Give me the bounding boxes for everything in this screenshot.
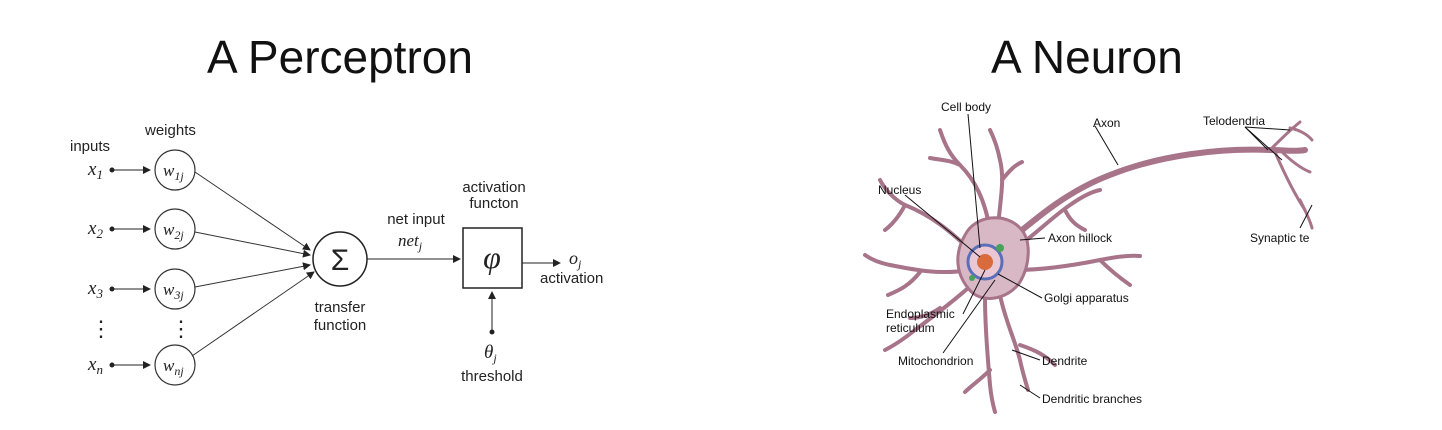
- neuron-image: [863, 120, 1314, 414]
- input-row-2: x2 w2j: [87, 208, 311, 258]
- activation-label: activation: [540, 270, 603, 287]
- svg-text:xn: xn: [87, 354, 103, 377]
- cell-body-label: Cell body: [941, 100, 991, 114]
- input-row-1: x1 w1j: [87, 149, 311, 251]
- sigma-symbol: Σ: [331, 244, 350, 277]
- weights-label: weights: [144, 122, 196, 139]
- activation-function-label-2: functon: [469, 195, 518, 212]
- output-symbol: oj: [569, 248, 582, 271]
- input-row-3: x3 w3j: [87, 262, 311, 310]
- weight-vertical-dots: ⋮: [170, 316, 192, 341]
- phi-symbol: φ: [483, 239, 501, 275]
- dendrite-label: Dendrite: [1042, 354, 1088, 368]
- transfer-label-2: function: [314, 317, 367, 334]
- axon-hillock-label: Axon hillock: [1048, 231, 1113, 245]
- transfer-label-1: transfer: [315, 299, 366, 316]
- weight-node-n: [154, 344, 196, 386]
- threshold-label: threshold: [461, 368, 523, 385]
- svg-text:x2: x2: [87, 218, 103, 241]
- svg-text:x1: x1: [87, 159, 103, 182]
- input-vertical-dots: ⋮: [90, 316, 112, 341]
- neuron-title: A Neuron: [991, 31, 1183, 83]
- golgi-apparatus-label: Golgi apparatus: [1044, 291, 1129, 305]
- endoplasmic-reticulum-label-2: reticulum: [886, 321, 935, 335]
- mitochondrion-label: Mitochondrion: [898, 354, 973, 368]
- svg-text:x3: x3: [87, 278, 103, 301]
- nucleus-label: Nucleus: [878, 183, 921, 197]
- theta-symbol: θj: [484, 342, 497, 365]
- net-input-label: net input: [387, 211, 445, 228]
- activation-function-label-1: activation: [462, 179, 525, 196]
- synaptic-label: Synaptic te: [1250, 231, 1310, 245]
- svg-text:w3j: w3j: [163, 280, 184, 302]
- svg-text:w1j: w1j: [163, 161, 184, 183]
- perceptron-title: A Perceptron: [207, 31, 473, 83]
- telodendria-label: Telodendria: [1203, 114, 1265, 128]
- endoplasmic-reticulum-label-1: Endoplasmic: [886, 307, 955, 321]
- input-1-sub: 1: [96, 167, 103, 182]
- weight-node-1: [154, 149, 196, 191]
- dendritic-branches-label: Dendritic branches: [1042, 392, 1142, 406]
- input-1-base: x: [87, 159, 97, 180]
- weight-node-3: [154, 268, 196, 310]
- axon-label: Axon: [1093, 116, 1120, 130]
- perceptron-diagram: inputs weights x1 w1j x2 w2j x3 w3j ⋮ ⋮ …: [70, 122, 603, 386]
- activation-box: [462, 227, 523, 289]
- inputs-label: inputs: [70, 138, 110, 155]
- input-row-n: xn wnj: [87, 271, 315, 386]
- net-input-symbol: netj: [398, 231, 423, 253]
- svg-text:wnj: wnj: [163, 356, 184, 378]
- svg-text:w2j: w2j: [163, 220, 184, 242]
- weight-node-2: [154, 208, 196, 250]
